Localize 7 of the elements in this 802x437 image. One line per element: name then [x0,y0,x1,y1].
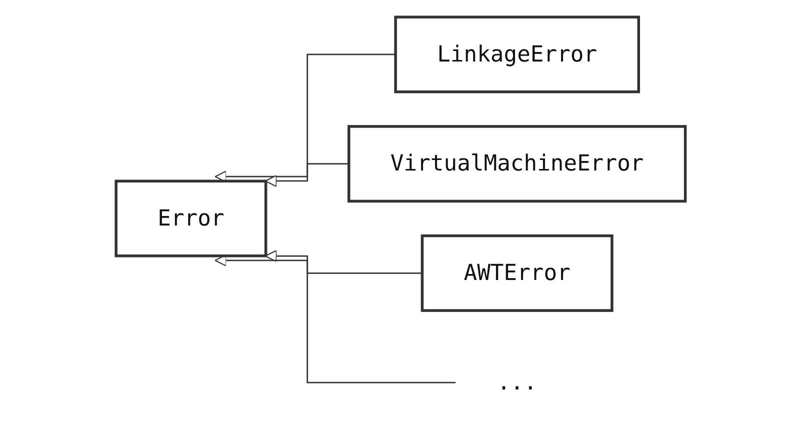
arrow [265,163,350,188]
arrow [265,250,424,274]
node-box: Error [115,180,268,258]
node-box: AWTError [421,234,614,312]
node-box: VirtualMachineError [348,125,687,203]
node-box: LinkageError [394,16,640,94]
node-text: ... [497,368,538,395]
